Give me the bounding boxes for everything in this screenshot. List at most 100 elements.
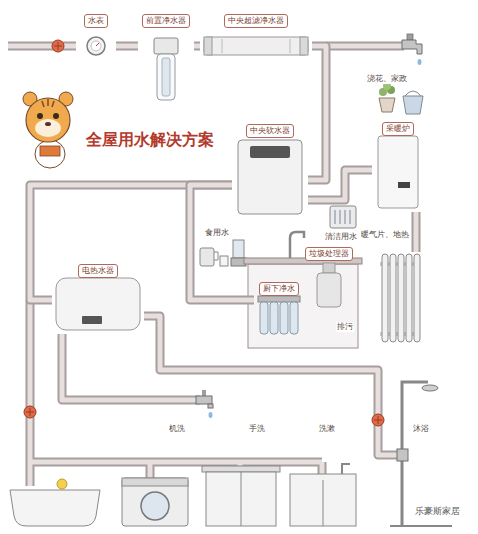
device-tag: 前置净水器 [142, 14, 190, 28]
purifier-cartridge [270, 302, 278, 334]
bathtub [10, 490, 100, 526]
vanity-faucet [342, 464, 350, 474]
meter-dial [87, 37, 105, 55]
device-tag: 厨下净水 [259, 282, 299, 296]
tiger-nose [45, 122, 51, 126]
kitchen-cabinet [248, 264, 358, 348]
softener-panel [250, 146, 290, 158]
device-drawing [56, 278, 140, 330]
tiger-stripes [42, 99, 54, 107]
tiger-muzzle [35, 119, 61, 137]
meter-face [91, 41, 101, 51]
valve-cross [26, 408, 34, 416]
valve [24, 406, 36, 418]
device-node: 采暖炉 [372, 120, 424, 212]
tiger-tie [40, 146, 60, 156]
outlet-label: 浇花、家政 [366, 74, 408, 84]
rubber-duck [57, 479, 67, 489]
disposer-neck [323, 263, 335, 273]
radiator-column [406, 254, 412, 342]
device-drawing [258, 296, 300, 334]
machine-panel [122, 478, 188, 486]
blender-jar [233, 240, 244, 258]
purifier-head [258, 296, 300, 302]
device-node: 垃圾处理器 [302, 245, 356, 315]
boiler-display [398, 182, 410, 188]
faucet-spout [208, 404, 213, 408]
outlet-label: 机洗 [168, 424, 186, 434]
cabinet-door-line [241, 472, 242, 526]
tiger-head [26, 98, 70, 142]
device-tag: 垃圾处理器 [305, 247, 353, 261]
uf-cap [300, 37, 308, 55]
pipe-connector [194, 46, 200, 47]
device-tag: 采暖炉 [382, 122, 414, 136]
valve-cross [374, 416, 382, 424]
filter-bowl [157, 54, 175, 100]
device-node: 前置净水器 [138, 12, 194, 106]
device-drawing [378, 136, 418, 208]
bucket-handle [405, 91, 421, 96]
faucet-handle [407, 34, 413, 40]
pipe-fill [116, 44, 138, 49]
device-drawing [317, 263, 341, 307]
tiger-body [35, 140, 65, 168]
device-drawing [238, 140, 302, 214]
pipe-fill [308, 46, 326, 180]
bucket [403, 96, 423, 114]
pipe-fill [194, 44, 200, 49]
device-tag: 电热水器 [78, 264, 118, 278]
valve [372, 414, 384, 426]
device-node: 水表 [76, 12, 116, 58]
uf-cap [204, 37, 212, 55]
pipe-outline [8, 46, 416, 486]
radiator-column [414, 254, 420, 342]
tiger-mascot [23, 92, 73, 168]
disposer-body [317, 273, 341, 307]
boiler-body [378, 136, 418, 208]
basin-top [202, 466, 280, 472]
valve-cross [54, 42, 62, 50]
heater-panel [82, 316, 102, 324]
pipe-outline [308, 46, 326, 180]
device-node: 中央超滤净水器 [200, 12, 312, 58]
kitchen-faucet [290, 232, 304, 258]
pipe-fill [8, 46, 416, 486]
pipe-outline [308, 170, 372, 200]
shower-tray [390, 525, 452, 527]
pipe-connector [308, 46, 326, 180]
radiator-column [398, 254, 404, 342]
uf-tube [204, 37, 308, 55]
outlet-label: 洗漱 [318, 424, 336, 434]
softener-body [238, 140, 302, 214]
device-tag: 水表 [84, 14, 108, 28]
cabinet-door-line [323, 480, 324, 526]
valve-wheel [372, 414, 384, 426]
machine-door [141, 492, 169, 520]
filter-head [154, 38, 178, 54]
radiator-column [382, 254, 388, 342]
purifier-cartridge [280, 302, 288, 334]
shower-mixer [397, 449, 408, 461]
pipe-outline [194, 42, 200, 51]
vanity-cabinet [290, 474, 356, 526]
valve [52, 40, 64, 52]
valve-wheel [24, 406, 36, 418]
flower-pot [379, 98, 395, 112]
kettle [200, 248, 214, 266]
outlet-label: 排污 [336, 322, 354, 332]
outlet-label: 沐浴 [412, 424, 430, 434]
meter-needle [96, 43, 99, 46]
pipe-connector [116, 46, 138, 47]
cup [220, 256, 228, 266]
watermark: 乐豪斯家居 [414, 506, 461, 517]
device-drawing [154, 38, 178, 100]
pipe-outline [116, 42, 138, 51]
tiger-eye [53, 113, 59, 119]
device-node: 中央软水器 [232, 122, 308, 216]
washing-machine [122, 478, 188, 526]
faucet-handle [202, 390, 206, 396]
dishwasher [330, 206, 356, 228]
pipe-connector [308, 170, 372, 200]
